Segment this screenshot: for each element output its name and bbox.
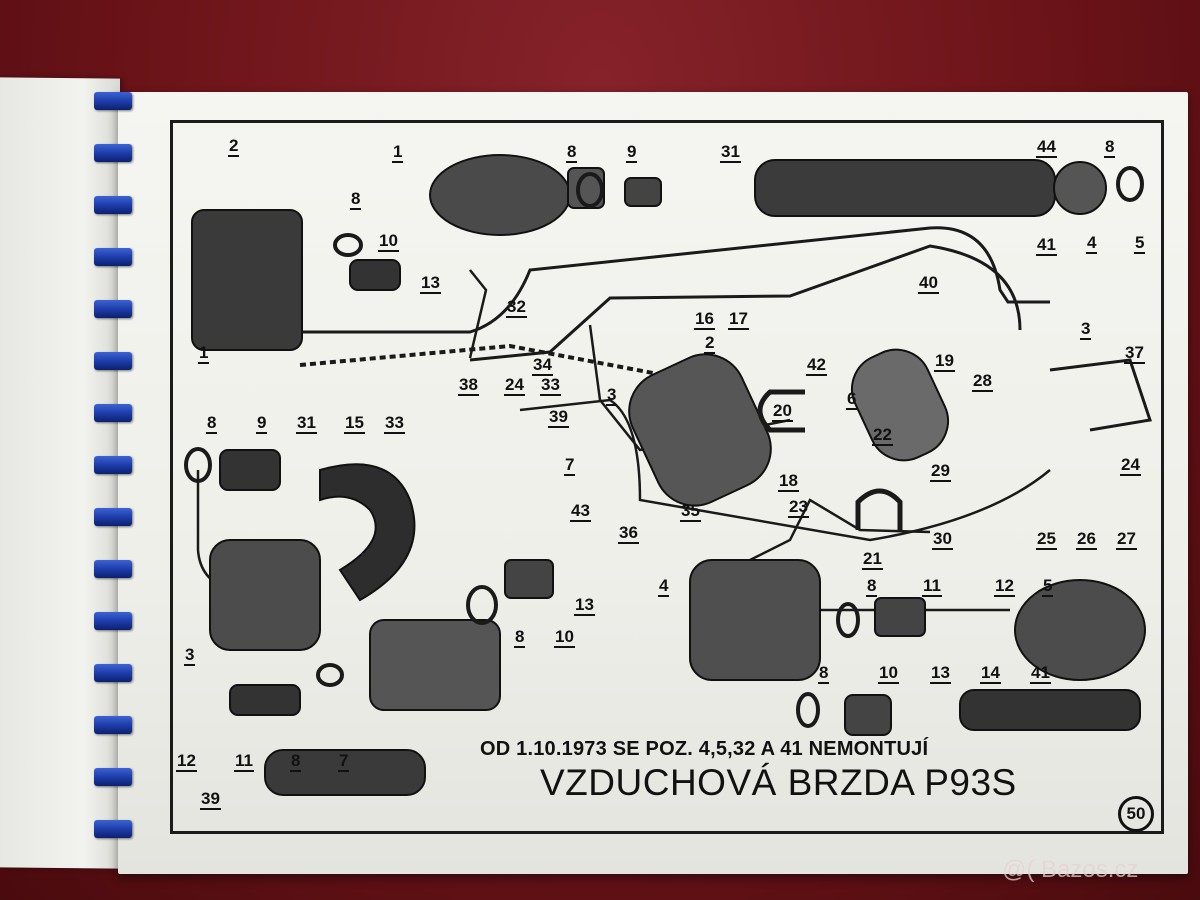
callout-label: 21 — [862, 549, 883, 570]
page-number: 50 — [1118, 796, 1154, 832]
callout-label: 30 — [932, 529, 953, 550]
callout-label: 38 — [458, 375, 479, 396]
callout-label: 1 — [198, 343, 210, 364]
callout-label: 14 — [980, 663, 1001, 684]
callout-label: 29 — [930, 461, 951, 482]
callout-label: 44 — [1036, 137, 1057, 158]
callout-label: 31 — [296, 413, 317, 434]
callout-label: 37 — [1124, 343, 1145, 364]
callout-label: 5 — [1042, 576, 1054, 597]
callout-label: 4 — [1086, 233, 1098, 254]
callout-label: 33 — [384, 413, 405, 434]
callout-label: 12 — [994, 576, 1015, 597]
callout-label: 18 — [778, 471, 799, 492]
callout-label: 10 — [554, 627, 575, 648]
callout-label: 8 — [866, 576, 878, 597]
callout-label: 13 — [930, 663, 951, 684]
callout-label: 16 — [694, 309, 715, 330]
callout-label: 6 — [846, 389, 858, 410]
callout-label: 22 — [872, 425, 893, 446]
callout-label: 11 — [234, 751, 254, 772]
callout-label: 41 — [1036, 235, 1057, 256]
callout-label: 32 — [506, 297, 527, 318]
callout-label: 8 — [566, 142, 578, 163]
diagram-title: VZDUCHOVÁ BRZDA P93S — [540, 762, 1017, 803]
callout-label: 10 — [878, 663, 899, 684]
callout-label: 23 — [788, 497, 809, 518]
site-watermark: @( Bazos.cz — [1002, 856, 1139, 883]
callout-label: 2 — [704, 333, 716, 354]
callout-label: 26 — [1076, 529, 1097, 550]
diagram-note: OD 1.10.1973 SE POZ. 4,5,32 A 41 NEMONTU… — [480, 738, 929, 760]
callout-label: 31 — [720, 142, 741, 163]
callout-label: 10 — [378, 231, 399, 252]
callout-label: 3 — [184, 645, 196, 666]
callout-label: 8 — [350, 189, 362, 210]
callout-label: 15 — [344, 413, 365, 434]
callout-label: 9 — [256, 413, 268, 434]
callout-label: 33 — [540, 375, 561, 396]
callout-label: 19 — [934, 351, 955, 372]
callout-label: 11 — [922, 576, 942, 597]
callout-label: 34 — [532, 355, 553, 376]
callout-label: 1 — [392, 142, 404, 163]
diagram-frame — [170, 120, 1164, 834]
callout-label: 24 — [1120, 455, 1141, 476]
callout-label: 12 — [176, 751, 197, 772]
callout-label: 39 — [548, 407, 569, 428]
callout-label: 13 — [574, 595, 595, 616]
callout-label: 8 — [818, 663, 830, 684]
callout-label: 43 — [570, 501, 591, 522]
callout-label: 3 — [606, 385, 618, 406]
callout-label: 5 — [1134, 233, 1146, 254]
callout-label: 8 — [290, 751, 302, 772]
callout-label: 7 — [564, 455, 576, 476]
spiral-binding — [94, 92, 134, 862]
callout-label: 24 — [504, 375, 525, 396]
callout-label: 3 — [1080, 319, 1092, 340]
callout-label: 7 — [338, 751, 350, 772]
callout-label: 8 — [1104, 137, 1116, 158]
callout-label: 39 — [200, 789, 221, 810]
callout-label: 13 — [420, 273, 441, 294]
callout-label: 20 — [772, 401, 793, 422]
callout-label: 27 — [1116, 529, 1137, 550]
callout-label: 40 — [918, 273, 939, 294]
callout-label: 35 — [680, 501, 701, 522]
callout-label: 8 — [206, 413, 218, 434]
callout-label: 8 — [514, 627, 526, 648]
callout-label: 41 — [1030, 663, 1051, 684]
callout-label: 42 — [806, 355, 827, 376]
callout-label: 2 — [228, 136, 240, 157]
callout-label: 17 — [728, 309, 749, 330]
callout-label: 9 — [626, 142, 638, 163]
callout-label: 28 — [972, 371, 993, 392]
callout-label: 25 — [1036, 529, 1057, 550]
callout-label: 36 — [618, 523, 639, 544]
exploded-parts-diagram — [184, 154, 1152, 796]
callout-label: 4 — [658, 576, 670, 597]
